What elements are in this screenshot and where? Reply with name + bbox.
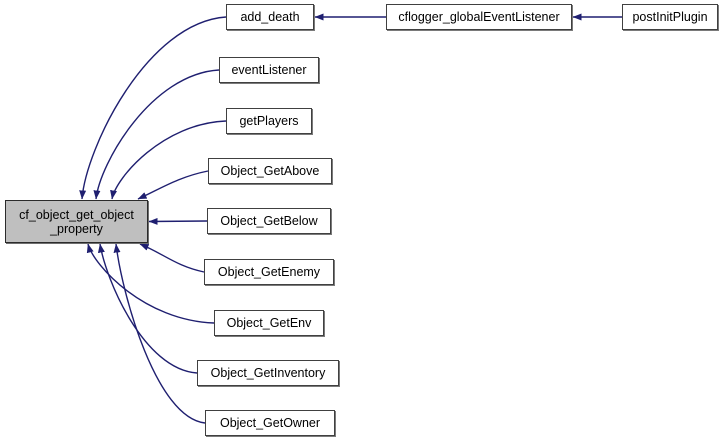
node-label: Object_GetBelow xyxy=(220,214,318,228)
node-get-players[interactable]: getPlayers xyxy=(226,108,312,134)
node-object-get-inventory[interactable]: Object_GetInventory xyxy=(197,360,339,386)
node-label: getPlayers xyxy=(239,114,299,128)
node-add-death[interactable]: add_death xyxy=(226,4,314,30)
node-label: cflogger_globalEventListener xyxy=(398,10,560,24)
node-object-get-owner[interactable]: Object_GetOwner xyxy=(205,410,335,436)
node-object-get-above[interactable]: Object_GetAbove xyxy=(208,158,332,184)
node-label: eventListener xyxy=(231,63,307,77)
node-label: Object_GetEnemy xyxy=(217,265,321,279)
node-label: postInitPlugin xyxy=(632,10,708,24)
node-label: add_death xyxy=(240,10,300,24)
node-cflogger-global-event-listener[interactable]: cflogger_globalEventListener xyxy=(386,4,572,30)
node-label: Object_GetAbove xyxy=(220,164,320,178)
node-event-listener[interactable]: eventListener xyxy=(219,57,319,83)
node-label: Object_GetInventory xyxy=(210,366,326,380)
node-label: Object_GetOwner xyxy=(219,416,321,430)
node-cf-object-get-object-property[interactable]: cf_object_get_object _property xyxy=(5,200,148,243)
node-label: cf_object_get_object _property xyxy=(19,207,134,236)
node-object-get-below[interactable]: Object_GetBelow xyxy=(207,208,331,234)
node-post-init-plugin[interactable]: postInitPlugin xyxy=(622,4,718,30)
node-label: Object_GetEnv xyxy=(226,316,312,330)
node-object-get-enemy[interactable]: Object_GetEnemy xyxy=(204,259,334,285)
node-object-get-env[interactable]: Object_GetEnv xyxy=(214,310,324,336)
